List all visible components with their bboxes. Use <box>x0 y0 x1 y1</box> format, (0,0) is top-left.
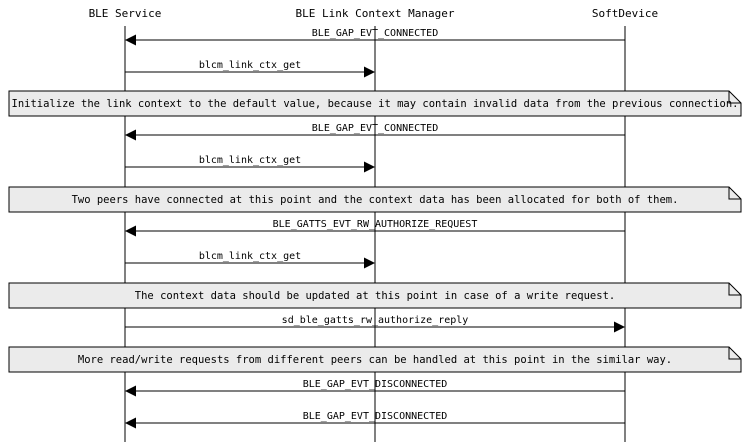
message-label: BLE_GAP_EVT_DISCONNECTED <box>303 379 448 390</box>
note-box <box>8 282 742 309</box>
arrowhead-icon <box>125 417 136 429</box>
note-fold-corner <box>728 187 741 200</box>
arrowhead-icon <box>364 257 375 269</box>
note-fold-corner <box>728 91 741 104</box>
note-fold-corner <box>728 347 741 360</box>
arrowhead-icon <box>364 161 375 173</box>
arrowhead-icon <box>125 34 136 46</box>
note-text: Two peers have connected at this point a… <box>72 194 679 206</box>
message-label: blcm_link_ctx_get <box>199 251 301 262</box>
message-label: sd_ble_gatts_rw_authorize_reply <box>282 315 469 326</box>
message-label: BLE_GAP_EVT_CONNECTED <box>312 28 438 39</box>
arrowhead-icon <box>125 385 136 397</box>
note-box <box>8 90 742 117</box>
message-label: blcm_link_ctx_get <box>199 60 301 71</box>
note-box <box>8 346 742 373</box>
participant-label-lcm: BLE Link Context Manager <box>296 7 455 20</box>
note-box <box>8 186 742 213</box>
arrowhead-icon <box>364 66 375 78</box>
note-text: More read/write requests from different … <box>78 354 672 366</box>
message-label: BLE_GAP_EVT_CONNECTED <box>312 123 438 134</box>
message-label: BLE_GAP_EVT_DISCONNECTED <box>303 411 448 422</box>
note-text: The context data should be updated at th… <box>135 290 615 302</box>
participant-label-ble: BLE Service <box>89 7 162 20</box>
participant-label-sd: SoftDevice <box>592 7 658 20</box>
arrowhead-icon <box>614 321 625 333</box>
note-fold-corner <box>728 283 741 296</box>
message-label: BLE_GATTS_EVT_RW_AUTHORIZE_REQUEST <box>273 219 478 230</box>
arrowhead-icon <box>125 129 136 141</box>
message-label: blcm_link_ctx_get <box>199 155 301 166</box>
note-text: Initialize the link context to the defau… <box>12 98 739 110</box>
arrowhead-icon <box>125 225 136 237</box>
